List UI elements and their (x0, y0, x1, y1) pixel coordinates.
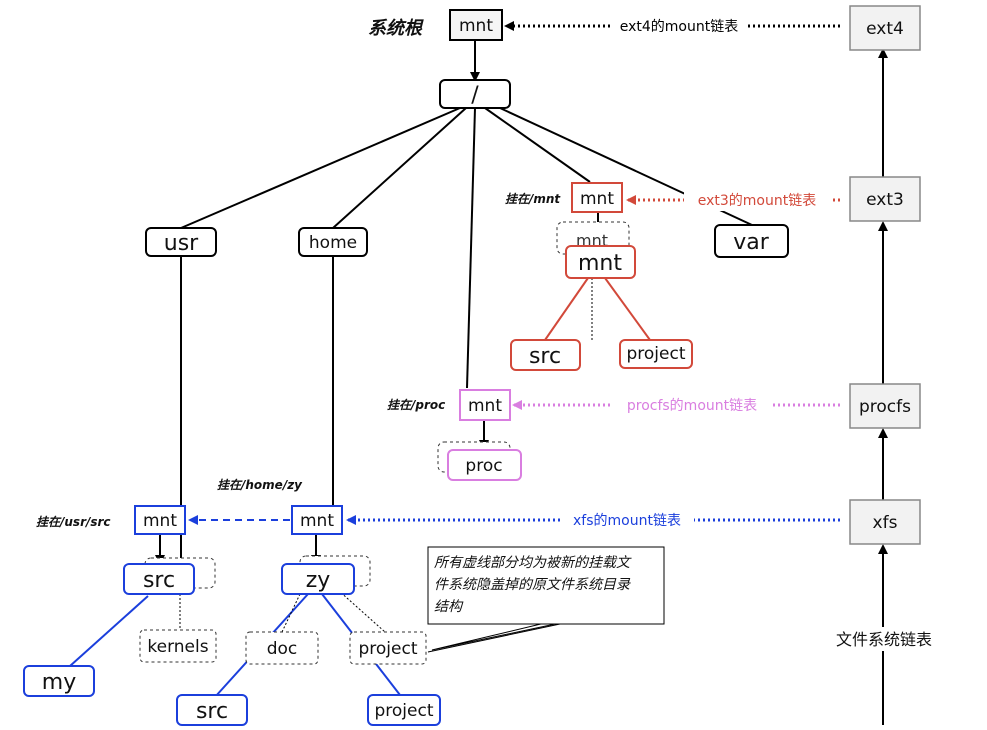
home-text: home (309, 233, 357, 253)
ext3-root-text: mnt (578, 251, 622, 276)
xfs-usr-mnt-text: mnt (143, 511, 177, 531)
ext3-root-node (565, 245, 636, 279)
ext3-project-text: project (626, 344, 685, 364)
xfs-chain-label: xfs的mount链表 (573, 513, 681, 529)
zy-node (281, 563, 355, 595)
system-root-label: 系统根 (368, 18, 424, 39)
fs-xfs-box (849, 499, 921, 545)
note-line-2: 件系统隐盖掉的原文件系统目录 (434, 577, 631, 593)
xfs-home-mnt-text: mnt (300, 511, 334, 531)
ext3-chain-label: ext3的mount链表 (698, 193, 817, 209)
note-line-3: 结构 (434, 599, 464, 615)
my-text: my (42, 670, 76, 695)
procfs-root-text: proc (465, 456, 502, 476)
fs-chain-label: 文件系统链表 (836, 630, 932, 649)
root-mnt-box (449, 9, 503, 41)
hidden-doc-text: doc (267, 639, 298, 659)
hidden-project-text: project (358, 639, 417, 659)
fs-ext3-box (849, 176, 921, 222)
zy-project-text: project (374, 701, 433, 721)
zy-src-text: src (196, 699, 228, 724)
procfs-root-node (447, 449, 522, 481)
ext3-src-text: src (529, 344, 561, 369)
ext3-mnt-box (571, 182, 623, 213)
ext3-mnt-text: mnt (580, 189, 614, 209)
zy-project-node (367, 694, 441, 726)
procfs-mnt-box (459, 389, 511, 421)
usr-src-text: src (143, 568, 175, 593)
fs-ext4-box (849, 5, 921, 51)
usr-mount-prefix: 挂在/usr/src (36, 515, 111, 529)
hidden-kernels-box (139, 629, 217, 663)
procfs-mnt-text: mnt (468, 396, 502, 416)
xfs-usr-mnt-box (134, 505, 186, 535)
zy-src-node (176, 694, 248, 726)
procfs-chain-label: procfs的mount链表 (627, 398, 757, 414)
usr-text: usr (164, 231, 199, 256)
fs-xfs-text: xfs (873, 513, 898, 533)
proc-mount-prefix: 挂在/proc (387, 398, 445, 412)
fs-ext3-text: ext3 (866, 190, 904, 210)
usr-node (145, 227, 217, 257)
home-mount-prefix: 挂在/home/zy (217, 478, 303, 492)
ext3-mount-prefix: 挂在/mnt (505, 192, 561, 206)
usr-src-node (123, 563, 195, 595)
var-node (714, 224, 789, 258)
slash-text: / (471, 83, 479, 108)
hidden-kernels-text: kernels (147, 637, 208, 657)
fs-procfs-text: procfs (859, 397, 911, 417)
zy-text: zy (306, 568, 331, 593)
home-node (298, 227, 368, 257)
fs-procfs-box (849, 383, 921, 429)
xfs-home-mnt-box (291, 505, 343, 535)
fs-ext4-text: ext4 (866, 19, 904, 39)
my-node (23, 665, 95, 697)
note-line-1: 所有虚线部分均为被新的挂载文 (434, 555, 632, 571)
ext4-chain-label: ext4的mount链表 (620, 19, 739, 35)
hidden-doc-box (245, 631, 319, 665)
slash-node (439, 79, 511, 109)
root-mnt-text: mnt (459, 16, 493, 36)
ext3-project-node (619, 339, 693, 369)
var-text: var (733, 230, 770, 255)
hidden-project-box (349, 631, 427, 665)
ext3-src-node (510, 339, 581, 371)
note-box (427, 546, 665, 625)
